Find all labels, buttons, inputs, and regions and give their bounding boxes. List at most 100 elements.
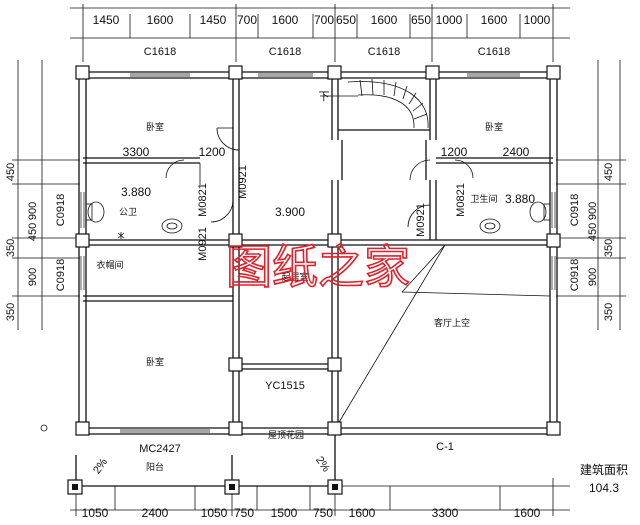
room-labels: 卧室 卧室 公卫 卫生间 衣帽间 起居室 客厅上空 卧室 阳台 屋顶花园 <box>96 121 503 473</box>
column <box>75 65 90 80</box>
bottom-dim-2: 2400 <box>142 506 169 520</box>
elevation-wc-right: 3.880 <box>505 192 535 206</box>
bottom-dim-5: 1500 <box>271 506 298 520</box>
left-dim-2: 900 <box>27 202 39 220</box>
window-tag-c1618-3: C1618 <box>368 46 400 58</box>
door-tag-m0921-2: M0921 <box>197 227 209 261</box>
watermark: 图纸之家 <box>226 240 410 294</box>
void-cross <box>337 244 551 425</box>
slope-label-left: 2% <box>91 456 110 476</box>
left-dim-5: 900 <box>27 268 39 286</box>
left-dim-4: 350 <box>5 239 17 257</box>
column <box>75 233 90 248</box>
column <box>228 357 243 372</box>
right-dim-4: 350 <box>603 239 615 257</box>
left-dim-1: 450 <box>5 163 17 181</box>
column <box>327 65 342 80</box>
column <box>228 421 243 436</box>
column <box>546 421 561 436</box>
window-tag-c1618-1: C1618 <box>144 46 176 58</box>
door-tag-m0921-3: M0921 <box>415 203 427 237</box>
structural-columns <box>67 65 561 495</box>
column <box>327 357 342 372</box>
curved-stair <box>320 78 429 129</box>
room-label-balcony: 阳台 <box>146 461 164 473</box>
top-dim-3: 1450 <box>200 13 227 27</box>
dimension-grid <box>12 4 626 516</box>
grid-marker <box>40 424 48 432</box>
area-label: 建筑面积 <box>580 462 628 477</box>
room-label-public-wc: 公卫 <box>119 207 137 218</box>
slope-label-right: 2% <box>313 454 332 474</box>
top-dim-7: 650 <box>336 13 356 27</box>
area-note: 建筑面积 104.3 <box>580 462 628 495</box>
elevation-wc-left: 3.880 <box>121 185 151 199</box>
bottom-dim-3: 1050 <box>201 506 228 520</box>
top-dim-6: 700 <box>314 13 334 27</box>
bottom-dim-7: 1600 <box>349 506 376 520</box>
column <box>228 65 243 80</box>
room-label-bedroom-3: 卧室 <box>146 356 164 368</box>
bottom-dimensions: 1050 2400 1050 750 1500 750 1600 3300 16… <box>82 506 541 520</box>
room-label-living: 起居室 <box>281 271 308 283</box>
column <box>327 421 342 436</box>
stair-down-label: 下 <box>319 91 330 103</box>
inner-dim-1200-left: 1200 <box>199 145 226 159</box>
column <box>546 65 561 80</box>
top-dim-2: 1600 <box>147 13 174 27</box>
column <box>546 233 561 248</box>
column <box>75 421 90 436</box>
section-mark: C-1 <box>436 441 454 453</box>
top-dimensions: 1450 1600 1450 700 1600 700 650 1600 650… <box>93 13 551 27</box>
room-label-void: 客厅上空 <box>434 317 470 329</box>
window-tag-mc2427: MC2427 <box>139 443 181 455</box>
column <box>228 233 243 248</box>
top-window-tags: C1618 C1618 C1618 C1618 <box>144 46 510 58</box>
right-dim-1: 450 <box>603 163 615 181</box>
bottom-dim-8: 3300 <box>432 506 459 520</box>
room-label-bedroom-2: 卧室 <box>485 121 503 133</box>
top-dim-12: 1000 <box>524 13 551 27</box>
window-glazing <box>80 73 556 433</box>
inner-dim-2400: 2400 <box>503 145 530 159</box>
left-dimensions: 450 900 450 350 900 350 <box>5 163 39 321</box>
top-dim-5: 1600 <box>272 13 299 27</box>
window-tag-c0918-left-1: C0918 <box>55 194 67 226</box>
left-dim-6: 350 <box>5 303 17 321</box>
window-tag-c0918-right-1: C0918 <box>569 194 581 226</box>
door-tag-m0821-right: M0821 <box>455 183 467 217</box>
vertical-tags: M0921 M0821 M0921 M0921 M0821 C0918 C091… <box>55 165 581 291</box>
door-tag-m0921-1: M0921 <box>237 165 249 199</box>
room-label-roof-garden: 屋顶花园 <box>268 429 304 441</box>
door-tag-m0821-left: M0821 <box>197 183 209 217</box>
sanitary-fixtures <box>85 201 551 239</box>
window-tag-c0918-right-2: C0918 <box>569 259 581 291</box>
right-dim-6: 350 <box>603 303 615 321</box>
area-value: 104.3 <box>589 481 619 495</box>
bottom-dim-4: 750 <box>234 506 254 520</box>
right-dim-2: 900 <box>587 202 599 220</box>
window-tag-c1618-2: C1618 <box>269 46 301 58</box>
inner-dim-3300: 3300 <box>123 145 150 159</box>
column <box>425 65 440 80</box>
column <box>327 233 342 248</box>
right-dim-5: 900 <box>587 268 599 286</box>
top-dim-8: 1600 <box>371 13 398 27</box>
bottom-dim-1: 1050 <box>82 506 109 520</box>
right-dimensions: 450 900 450 350 900 350 <box>587 163 615 321</box>
bottom-dim-6: 750 <box>313 506 333 520</box>
window-tag-c0918-left-2: C0918 <box>55 259 67 291</box>
window-tag-yc1515: YC1515 <box>265 380 305 392</box>
interior-annotations: 3300 1200 1200 2400 3.880 3.880 3.900 下 … <box>91 91 535 476</box>
inner-dim-1200-right: 1200 <box>441 145 468 159</box>
walls <box>75 71 558 488</box>
left-dim-3: 450 <box>27 223 39 241</box>
top-dim-1: 1450 <box>93 13 120 27</box>
top-dim-11: 1600 <box>481 13 508 27</box>
top-dim-10: 1000 <box>436 13 463 27</box>
top-dim-4: 700 <box>237 13 257 27</box>
doors <box>165 127 474 228</box>
room-label-cloakroom: 衣帽间 <box>96 259 123 271</box>
right-dim-3: 450 <box>587 223 599 241</box>
